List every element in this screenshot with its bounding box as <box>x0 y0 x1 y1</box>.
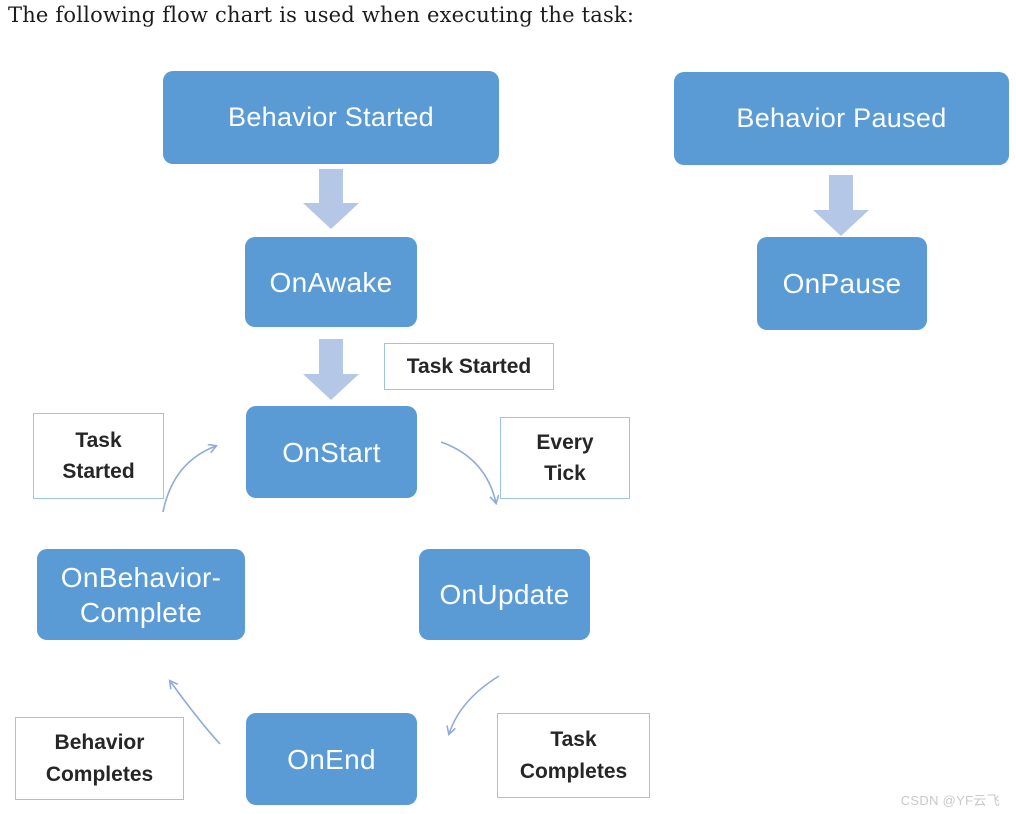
node-onawake: OnAwake <box>245 237 417 327</box>
connector-onupdate-to-onend-icon <box>449 675 500 734</box>
block-arrow-onawake-to-onstart-icon <box>303 339 359 400</box>
node-behavior-started: Behavior Started <box>163 71 499 164</box>
edge-label-task-started-left: Task Started <box>33 413 164 499</box>
node-onupdate: OnUpdate <box>419 549 590 640</box>
node-behavior-paused: Behavior Paused <box>674 72 1009 165</box>
node-onbehavior-complete: OnBehavior- Complete <box>37 549 245 640</box>
connector-to-onstart-icon <box>162 446 216 513</box>
node-onstart: OnStart <box>246 406 417 498</box>
edge-label-task-started: Task Started <box>384 343 554 390</box>
node-onpause: OnPause <box>757 237 927 330</box>
node-onend: OnEnd <box>246 713 417 805</box>
connector-onstart-to-onupdate-icon <box>440 441 496 503</box>
page-title: The following flow chart is used when ex… <box>8 3 635 27</box>
edge-label-every-tick: Every Tick <box>500 417 630 499</box>
csdn-watermark: CSDN @YF云飞 <box>900 793 1000 808</box>
block-arrow-behavior-started-to-onawake-icon <box>303 169 359 229</box>
block-arrow-behavior-paused-to-onpause-icon <box>813 175 869 236</box>
edge-label-task-completes: Task Completes <box>497 713 650 798</box>
edge-label-behavior-completes: Behavior Completes <box>15 717 184 800</box>
